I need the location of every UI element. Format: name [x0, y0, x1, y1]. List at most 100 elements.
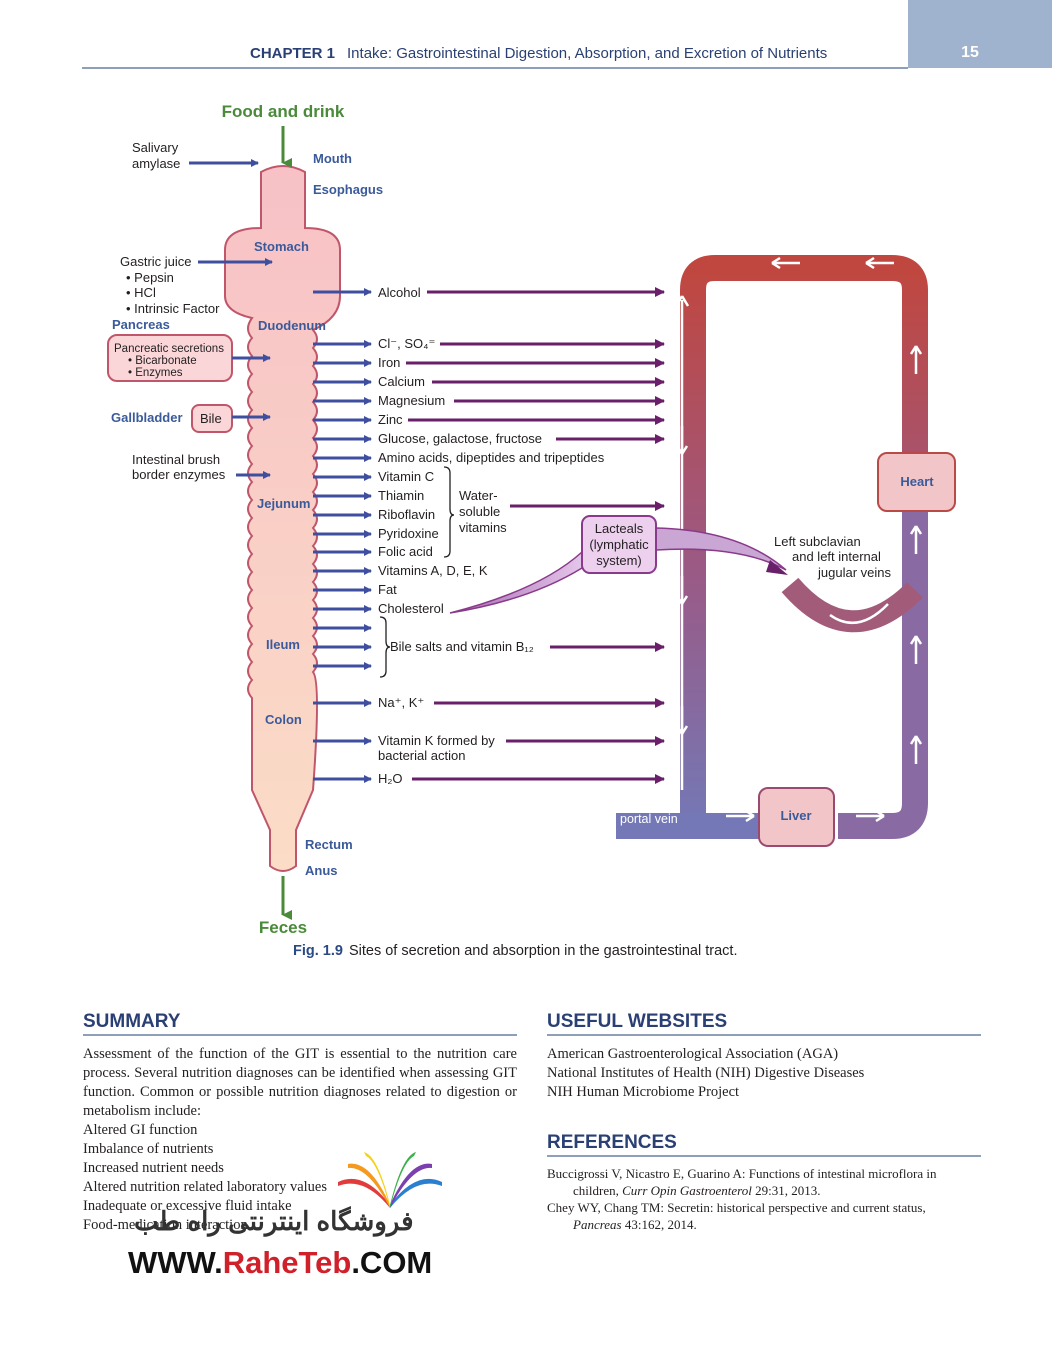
references-list: Buccigrossi V, Nicastro E, Guarino A: Fu… [547, 1165, 967, 1233]
liver-box [758, 787, 835, 847]
vitamin-k-label-2: bacterial action [378, 748, 465, 763]
watermark-url: WWW.RaheTeb.COM [128, 1245, 432, 1281]
circulation-loop-lower [838, 511, 928, 839]
reference-item: Chey WY, Chang TM: Secretin: historical … [547, 1199, 967, 1233]
heart-box [877, 452, 956, 512]
gi-tract-figure: Food and drink Feces Mouth Esophagus Sto… [107, 102, 956, 937]
subclavian-label-1: Left subclavian [774, 534, 861, 549]
page-number: 15 [961, 44, 979, 61]
pancreas-label: Pancreas [112, 317, 170, 332]
liver-label: Liver [780, 808, 811, 823]
lacteals-box [581, 515, 657, 574]
summary-paragraph: Assessment of the function of the GIT is… [83, 1046, 517, 1119]
fat-soluble-vitamins-label: Vitamins A, D, E, K [378, 563, 488, 578]
lacteal-wedge [449, 550, 583, 614]
rectum-label: Rectum [305, 837, 353, 852]
vitamin-k-label-1: Vitamin K formed by [378, 733, 495, 748]
lacteals-label-2: (lymphatic [589, 537, 649, 552]
iron-label: Iron [378, 355, 400, 370]
transport-arrows [406, 287, 665, 784]
hcl-label: • HCl [126, 285, 156, 300]
watermark-url-suffix: .COM [351, 1245, 433, 1280]
lacteal-to-vein-arrow [766, 560, 788, 575]
alcohol-label: Alcohol [378, 285, 421, 300]
bile-salts-brace [379, 616, 391, 678]
loop-flow-arrowhead [856, 809, 885, 823]
mouth-label: Mouth [313, 151, 352, 166]
brush-border-label-2: border enzymes [132, 467, 226, 482]
loop-flow-arrowhead [771, 256, 800, 270]
website-link[interactable]: National Institutes of Health (NIH) Dige… [547, 1065, 865, 1081]
water-soluble-brace [443, 466, 455, 558]
cholesterol-label: Cholesterol [378, 601, 444, 616]
watermark-book-logo [338, 1152, 442, 1208]
ref1-journal: Curr Opin Gastroenterol [622, 1183, 752, 1198]
bile-label: Bile [200, 411, 222, 426]
gallbladder-label: Gallbladder [111, 410, 183, 425]
feces-label: Feces [259, 918, 307, 937]
chapter-label: CHAPTER 1 [250, 45, 336, 62]
loop-flow-arrowhead [675, 426, 689, 455]
loop-flow-arrows [675, 256, 923, 823]
loop-flow-arrowhead [909, 635, 923, 664]
amino-acids-label: Amino acids, dipeptides and tripeptides [378, 450, 605, 465]
summary-title: SUMMARY [83, 1011, 181, 1032]
portal-vein-label-1: Hepatic [620, 796, 662, 810]
absorption-arrows [313, 288, 372, 783]
loop-flow-arrowhead [726, 809, 755, 823]
pancreatic-secretions-label: Pancreatic secretions [114, 343, 224, 355]
loop-flow-arrowhead [909, 525, 923, 554]
references-title: REFERENCES [547, 1132, 677, 1153]
header-rule [82, 67, 908, 69]
intrinsic-factor-label: • Intrinsic Factor [126, 301, 220, 316]
chapter-title: Intake: Gastrointestinal Digestion, Abso… [347, 45, 828, 62]
diagnosis-item: Imbalance of nutrients [83, 1141, 214, 1157]
water-soluble-label-1: Water- [459, 488, 498, 503]
stomach-label: Stomach [254, 239, 309, 254]
loop-flow-arrowhead [909, 735, 923, 764]
ref1-citation: 29:31, 2013. [751, 1183, 821, 1198]
loop-flow-arrowhead [865, 256, 894, 270]
enzymes-label: • Enzymes [128, 367, 183, 379]
figure-caption-text: Sites of secretion and absorption in the… [348, 943, 738, 959]
loop-flow-arrowhead [909, 345, 923, 374]
ref2-citation: 43:162, 2014. [621, 1217, 697, 1232]
gi-tube [224, 165, 341, 872]
jejunum-label: Jejunum [257, 496, 310, 511]
vitamin-c-label: Vitamin C [378, 469, 434, 484]
zinc-label: Zinc [378, 412, 403, 427]
website-link[interactable]: American Gastroenterological Association… [547, 1046, 839, 1062]
subclavian-label-2: and left internal [792, 549, 881, 564]
loop-flow-arrowhead [675, 706, 689, 735]
lacteals-label-3: system) [596, 553, 642, 568]
gastric-juice-label: Gastric juice [120, 254, 192, 269]
watermark-persian-text: فروشگاه اینترنتی راه طب [134, 1206, 414, 1236]
calcium-label: Calcium [378, 374, 425, 389]
heart-label: Heart [900, 474, 934, 489]
running-head: CHAPTER 1 Intake: Gastrointestinal Digest… [250, 45, 827, 62]
reference-item: Buccigrossi V, Nicastro E, Guarino A: Fu… [547, 1165, 967, 1199]
thiamin-label: Thiamin [378, 488, 424, 503]
brush-border-label-1: Intestinal brush [132, 452, 220, 467]
website-link[interactable]: NIH Human Microbiome Project [547, 1084, 740, 1100]
summary-body: Assessment of the function of the GIT is… [83, 1045, 517, 1235]
water-soluble-label-2: soluble [459, 504, 500, 519]
esophagus-label: Esophagus [313, 182, 383, 197]
water-label: H₂O [378, 771, 403, 786]
salivary-label: Salivary [132, 140, 179, 155]
subclavian-flow [829, 603, 889, 624]
watermark-url-brand: RaheTeb [222, 1245, 352, 1280]
bile-salts-b12-label: Bile salts and vitamin B₁₂ [390, 639, 534, 654]
websites-list: American Gastroenterological Association… [547, 1045, 981, 1102]
diagnosis-item: Altered nutrition related laboratory val… [83, 1179, 327, 1195]
loop-flow-arrowhead [675, 576, 689, 605]
sugars-label: Glucose, galactose, fructose [378, 431, 542, 446]
lacteals-label-1: Lacteals [595, 521, 644, 536]
fat-label: Fat [378, 582, 397, 597]
amylase-label: amylase [132, 156, 180, 171]
diagnosis-item: Increased nutrient needs [83, 1160, 224, 1176]
references-rule [547, 1155, 981, 1157]
chloride-sulfate-label: Cl⁻, SO₄⁼ [378, 336, 435, 351]
